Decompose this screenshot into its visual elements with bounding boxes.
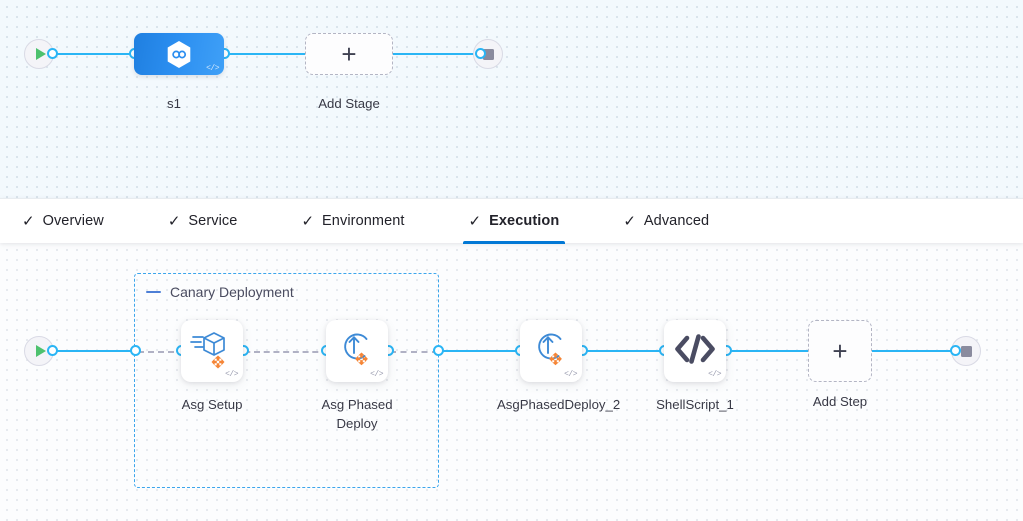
- check-icon: ✓: [623, 212, 636, 230]
- add-stage-button[interactable]: +: [305, 33, 393, 75]
- add-stage-label: Add Stage: [318, 96, 380, 111]
- tab-overview[interactable]: ✓ Overview: [18, 199, 108, 244]
- connector-dot-start[interactable]: [47, 48, 58, 59]
- stage-node-s1[interactable]: </>: [134, 33, 224, 75]
- connector-start-to-group: [52, 350, 136, 352]
- play-icon: [35, 345, 46, 357]
- connector-start-to-stage: [52, 53, 134, 55]
- connector-group-to-asgsetup: [138, 351, 184, 353]
- step-label-asg-phased-deploy: Asg Phased Deploy: [321, 397, 393, 431]
- connector-addstep-to-end: [872, 350, 957, 352]
- step-code-badge: </>: [564, 370, 577, 379]
- shell-script-icon: [672, 331, 718, 372]
- connector-dot-exec-start[interactable]: [47, 345, 58, 356]
- tab-execution[interactable]: ✓ Execution: [462, 199, 566, 244]
- step-node-asg-phased-deploy[interactable]: </>: [326, 320, 388, 382]
- step-code-badge: </>: [370, 370, 383, 379]
- tab-service-label: Service: [188, 213, 238, 229]
- step-code-badge: </>: [708, 370, 721, 379]
- asg-setup-icon: [190, 329, 234, 374]
- check-icon: ✓: [22, 212, 35, 230]
- connector-dot-group-out[interactable]: [433, 345, 444, 356]
- step-node-asgphaseddeploy-2[interactable]: </>: [520, 320, 582, 382]
- step-label-shellscript-1: ShellScript_1: [656, 397, 734, 412]
- step-label-asg-setup: Asg Setup: [181, 397, 243, 412]
- tab-advanced-label: Advanced: [643, 213, 710, 229]
- stop-icon: [482, 48, 494, 60]
- hexagon-link-icon: [166, 40, 192, 69]
- stage-label-s1: s1: [167, 96, 181, 111]
- check-icon: ✓: [301, 212, 315, 230]
- add-step-label: Add Step: [812, 394, 868, 409]
- connector-dot-end[interactable]: [475, 48, 486, 59]
- stage-code-badge: </>: [206, 64, 219, 73]
- asg-deploy-icon: [530, 329, 572, 374]
- tab-advanced[interactable]: ✓ Advanced: [619, 199, 713, 244]
- tab-environment[interactable]: ✓ Environment: [297, 199, 408, 244]
- execution-canvas[interactable]: Canary Deployment: [0, 243, 1023, 521]
- step-node-asg-setup[interactable]: </>: [181, 320, 243, 382]
- plus-icon: +: [341, 39, 357, 69]
- add-step-button[interactable]: +: [808, 320, 872, 382]
- stage-config-tabs: ✓ Overview ✓ Service ✓ Environment ✓ Exe…: [0, 198, 1023, 244]
- tab-environment-label: Environment: [322, 213, 405, 229]
- connector-dot-exec-end[interactable]: [950, 345, 961, 356]
- connector-addstage-to-end: [392, 53, 480, 55]
- connector-shellscript-to-addstep: [728, 350, 810, 352]
- connector-group-to-asgphased2: [440, 350, 522, 352]
- play-icon: [35, 48, 46, 60]
- connector-asgsetup-to-asgphased: [186, 351, 328, 353]
- connector-stage-to-addstage: [224, 53, 306, 55]
- step-group-title: Canary Deployment: [170, 284, 294, 300]
- step-label-asgphaseddeploy-2: AsgPhasedDeploy_2: [497, 397, 621, 412]
- asg-deploy-icon: [336, 329, 378, 374]
- step-group-header[interactable]: Canary Deployment: [146, 284, 294, 300]
- stop-icon: [960, 345, 972, 357]
- step-code-badge: </>: [225, 370, 238, 379]
- step-node-shellscript-1[interactable]: </>: [664, 320, 726, 382]
- plus-icon: +: [832, 336, 848, 366]
- check-icon: ✓: [468, 212, 482, 230]
- stage-canvas[interactable]: </> s1 + Add Stage: [0, 0, 1023, 198]
- tab-execution-label: Execution: [489, 213, 560, 229]
- connector-asgphased2-to-shellscript: [584, 350, 666, 352]
- minus-icon[interactable]: [146, 290, 161, 294]
- tab-service[interactable]: ✓ Service: [164, 199, 242, 244]
- connector-dot-group-in[interactable]: [130, 345, 141, 356]
- step-group-canary-deployment[interactable]: [134, 273, 439, 488]
- tab-overview-label: Overview: [42, 213, 104, 229]
- connector-asgphased-to-groupend: [390, 351, 438, 353]
- check-icon: ✓: [167, 212, 181, 230]
